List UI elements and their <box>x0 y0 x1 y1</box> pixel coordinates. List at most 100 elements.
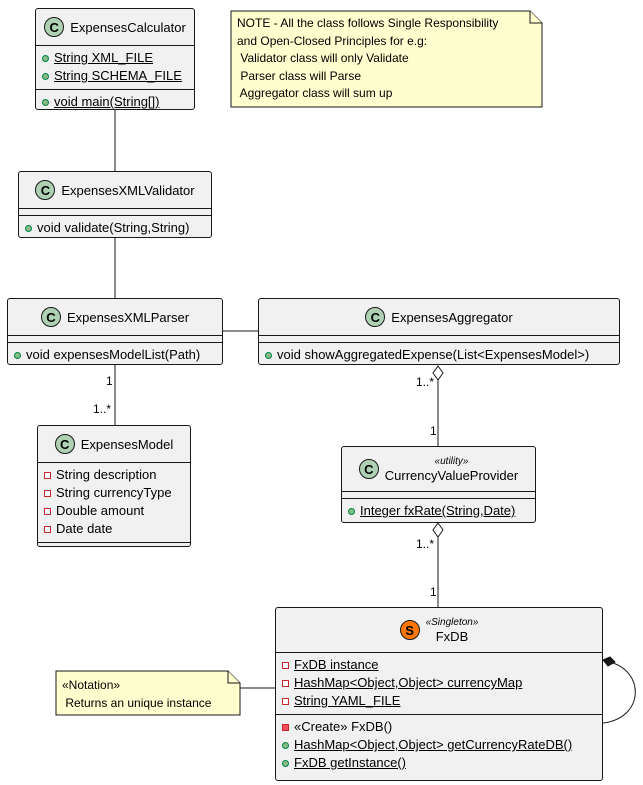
method-row: «Create» FxDB() <box>276 718 602 736</box>
note-principles: NOTE - All the class follows Single Resp… <box>237 15 537 105</box>
class-fxdb: S «Singleton» FxDB FxDB instance HashMap… <box>275 607 603 781</box>
public-icon <box>25 224 32 232</box>
method-row: void expensesModelList(Path) <box>8 346 222 364</box>
field-text: String YAML_FILE <box>294 693 401 708</box>
public-icon <box>42 98 49 106</box>
methods-section: void expensesModelList(Path) <box>8 342 222 368</box>
private-icon <box>282 697 289 705</box>
private-icon <box>282 661 289 669</box>
field-text: HashMap<Object,Object> currencyMap <box>294 675 523 690</box>
field-text: String description <box>56 467 157 482</box>
note-line: NOTE - All the class follows Single Resp… <box>237 16 499 30</box>
field-text: String currencyType <box>56 485 172 500</box>
method-text: void expensesModelList(Path) <box>26 347 201 362</box>
aggregation-diamond-aggregator <box>432 365 444 381</box>
class-badge-icon: C <box>35 180 56 200</box>
fields-section: FxDB instance HashMap<Object,Object> cur… <box>276 652 602 714</box>
private-icon <box>44 507 51 515</box>
fields-section <box>19 208 211 215</box>
fields-section: String XML_FILE String SCHEMA_FILE <box>36 45 194 89</box>
fields-section <box>259 335 619 342</box>
note-notation: «Notation» Returns an unique instance <box>62 677 232 713</box>
method-row: Integer fxRate(String,Date) <box>342 502 535 520</box>
field-row: String XML_FILE <box>36 49 194 67</box>
methods-section: «Create» FxDB() HashMap<Object,Object> g… <box>276 714 602 776</box>
method-text: void showAggregatedExpense(List<Expenses… <box>277 347 590 362</box>
edge-fxdb-self <box>602 661 636 724</box>
private-icon <box>282 679 289 687</box>
method-text: HashMap<Object,Object> getCurrencyRateDB… <box>294 737 573 752</box>
class-badge-icon: C <box>40 307 61 327</box>
fields-section: String description String currencyType D… <box>38 462 190 542</box>
field-text: String SCHEMA_FILE <box>54 68 182 83</box>
fields-section <box>342 491 535 498</box>
note-line: Parser class will Parse <box>237 68 362 83</box>
multiplicity-label: 1..* <box>93 402 112 416</box>
multiplicity-label: 1 <box>430 424 437 438</box>
private-icon <box>44 471 51 479</box>
method-text: «Create» FxDB() <box>294 719 393 734</box>
class-currency-value-provider: C «utility» CurrencyValueProvider Intege… <box>341 446 536 523</box>
field-row: HashMap<Object,Object> currencyMap <box>276 674 602 692</box>
fields-section <box>8 335 222 342</box>
multiplicity-label: 1..* <box>416 375 435 389</box>
class-title: «Singleton» FxDB <box>426 616 479 644</box>
class-name: FxDB <box>435 629 469 644</box>
field-row: Date date <box>38 520 190 538</box>
public-icon <box>348 507 355 515</box>
methods-section: void showAggregatedExpense(List<Expenses… <box>259 342 619 368</box>
field-row: Double amount <box>38 502 190 520</box>
public-icon <box>42 72 49 80</box>
method-text: Integer fxRate(String,Date) <box>360 503 516 518</box>
class-title: «utility» CurrencyValueProvider <box>385 455 518 483</box>
public-icon <box>265 351 272 359</box>
note-line: Returns an unique instance <box>62 695 212 710</box>
public-icon <box>42 54 49 62</box>
class-header: C ExpensesAggregator <box>259 299 619 335</box>
field-text: Double amount <box>56 503 145 518</box>
class-badge-icon: C <box>44 17 65 37</box>
class-header: S «Singleton» FxDB <box>276 608 602 652</box>
class-name: ExpensesCalculator <box>70 19 186 35</box>
private-icon <box>282 723 289 731</box>
note-principles-shape <box>230 10 543 108</box>
method-row: HashMap<Object,Object> getCurrencyRateDB… <box>276 736 602 754</box>
field-row: String SCHEMA_FILE <box>36 67 194 85</box>
class-expenses-model: C ExpensesModel String description Strin… <box>37 425 191 547</box>
private-icon <box>44 489 51 497</box>
class-badge-icon: C <box>54 434 75 454</box>
note-line: and Open-Closed Principles for e.g: <box>237 33 428 48</box>
method-row: void validate(String,String) <box>19 219 211 237</box>
class-expenses-xml-parser: C ExpensesXMLParser void expensesModelLi… <box>7 298 223 365</box>
class-name: ExpensesModel <box>80 436 174 452</box>
class-name: CurrencyValueProvider <box>384 468 519 483</box>
class-badge-icon: C <box>358 459 379 479</box>
public-icon <box>14 351 21 359</box>
note-line: «Notation» <box>62 678 121 692</box>
field-text: Date date <box>56 521 113 536</box>
public-icon <box>282 759 289 767</box>
multiplicity-label: 1..* <box>416 537 435 551</box>
methods-section: void main(String[]) <box>36 89 194 115</box>
class-name: ExpensesXMLParser <box>66 309 190 325</box>
field-row: String description <box>38 466 190 484</box>
class-name: ExpensesXMLValidator <box>61 182 195 198</box>
class-header: C ExpensesModel <box>38 426 190 462</box>
class-name: ExpensesAggregator <box>391 309 513 325</box>
aggregation-diamond-currency <box>432 522 444 538</box>
class-header: C «utility» CurrencyValueProvider <box>342 447 535 491</box>
method-row: void main(String[]) <box>36 93 194 111</box>
field-row: String YAML_FILE <box>276 692 602 710</box>
private-icon <box>44 525 51 533</box>
multiplicity-label: 1 <box>430 585 437 599</box>
class-expenses-aggregator: C ExpensesAggregator void showAggregated… <box>258 298 620 365</box>
class-stereotype: «Singleton» <box>425 617 479 628</box>
method-text: void main(String[]) <box>54 94 160 109</box>
class-header: C ExpensesXMLParser <box>8 299 222 335</box>
field-row: FxDB instance <box>276 656 602 674</box>
note-line: Aggregator class will sum up <box>237 86 393 100</box>
note-line: Validator class will only Validate <box>237 51 409 65</box>
class-stereotype: «utility» <box>434 456 469 467</box>
field-row: String currencyType <box>38 484 190 502</box>
class-badge-icon: C <box>365 307 386 327</box>
